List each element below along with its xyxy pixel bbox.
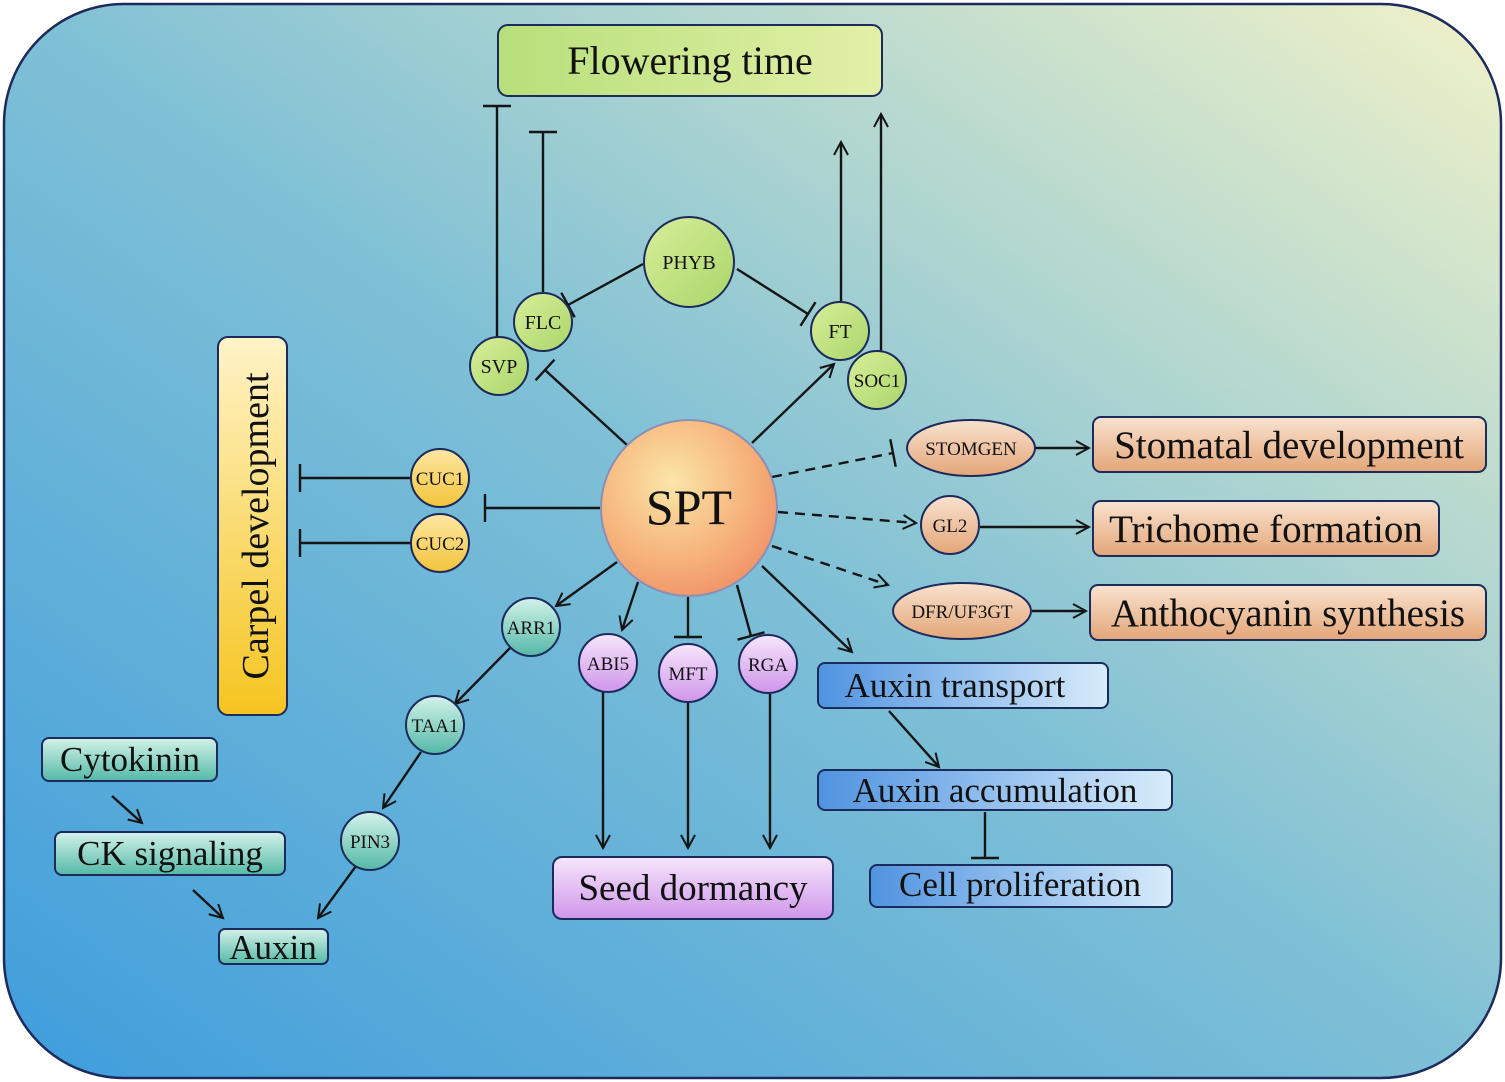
ft-node: FT xyxy=(810,301,870,361)
stomgen-label: STOMGEN xyxy=(925,439,1017,460)
svp-node: SVP xyxy=(469,336,529,396)
spt-label: SPT xyxy=(646,479,732,535)
mft-node: MFT xyxy=(658,643,718,703)
cell-proliferation-label: Cell proliferation xyxy=(899,865,1141,904)
spt-promotes-ft-arrow xyxy=(751,364,834,444)
spt-inhibits-stomgen-dashed xyxy=(771,439,897,479)
spt-promotes-abi5-arrow xyxy=(622,581,640,630)
carpel-development-label: Carpel development xyxy=(235,372,277,680)
spt-promotes-auxin-transport-arrow xyxy=(761,565,852,652)
gl2-node: GL2 xyxy=(920,495,980,555)
pin3-label: PIN3 xyxy=(350,832,390,853)
anthocyanin-synthesis-box: Anthocyanin synthesis xyxy=(1089,584,1487,641)
taa1-to-pin3-arrow xyxy=(383,751,422,808)
cytokinin-to-ck-arrow xyxy=(111,795,142,823)
cytokinin-label: Cytokinin xyxy=(60,740,200,779)
taa1-node: TAA1 xyxy=(405,695,465,755)
carpel-development-box: Carpel development xyxy=(217,336,288,716)
cuc1-label: CUC1 xyxy=(416,469,465,490)
taa1-label: TAA1 xyxy=(411,716,458,737)
spt-inhibits-rga-line xyxy=(735,584,765,641)
seed-dormancy-box: Seed dormancy xyxy=(552,856,834,920)
trichome-formation-box: Trichome formation xyxy=(1092,500,1440,557)
spt-promotes-dfr-dashed xyxy=(771,544,888,585)
rga-node: RGA xyxy=(738,634,798,694)
soc1-label: SOC1 xyxy=(854,371,900,392)
stomgen-node: STOMGEN xyxy=(906,419,1036,477)
phyb-inhibits-flc-line xyxy=(560,262,644,318)
cuc1-node: CUC1 xyxy=(410,448,470,508)
flc-node: FLC xyxy=(513,292,573,352)
dfr-uf3gt-node: DFR/UF3GT xyxy=(892,582,1032,640)
arr1-to-taa1-arrow xyxy=(455,647,511,704)
ck-to-auxin-arrow xyxy=(192,889,223,918)
cytokinin-box: Cytokinin xyxy=(41,737,218,782)
flowering-time-box: Flowering time xyxy=(497,24,883,97)
soc1-node: SOC1 xyxy=(847,350,907,410)
arr1-label: ARR1 xyxy=(507,618,556,639)
auxin-transport-box: Auxin transport xyxy=(817,662,1109,709)
arr1-node: ARR1 xyxy=(501,597,561,657)
pin3-node: PIN3 xyxy=(340,811,400,871)
phyb-label: PHYB xyxy=(662,252,715,274)
flowering-time-label: Flowering time xyxy=(567,38,813,83)
trichome-formation-label: Trichome formation xyxy=(1109,508,1423,551)
phyb-node: PHYB xyxy=(643,216,735,308)
gl2-label: GL2 xyxy=(933,516,968,537)
stomatal-development-label: Stomatal development xyxy=(1114,424,1464,467)
flc-label: FLC xyxy=(525,312,562,334)
anthocyanin-synthesis-label: Anthocyanin synthesis xyxy=(1111,592,1465,635)
auxin-accumulation-label: Auxin accumulation xyxy=(853,771,1138,810)
auxin-box: Auxin xyxy=(218,928,329,967)
ft-label: FT xyxy=(828,321,851,343)
auxin-transport-label: Auxin transport xyxy=(845,666,1066,705)
cuc2-label: CUC2 xyxy=(416,534,465,555)
svp-label: SVP xyxy=(481,356,518,378)
auxin-accumulation-box: Auxin accumulation xyxy=(817,769,1173,811)
phyb-inhibits-ft-line xyxy=(736,267,817,327)
spt-promotes-arr1-arrow xyxy=(556,561,618,606)
auxin-transport-to-accumulation-arrow xyxy=(888,710,939,767)
spt-node: SPT xyxy=(600,419,778,597)
ck-signaling-box: CK signaling xyxy=(54,831,286,876)
cuc2-node: CUC2 xyxy=(410,513,470,573)
dfr-uf3gt-label: DFR/UF3GT xyxy=(911,602,1013,623)
abi5-node: ABI5 xyxy=(578,633,638,693)
auxin-label: Auxin xyxy=(229,928,317,967)
mft-label: MFT xyxy=(668,664,707,685)
spt-promotes-gl2-dashed xyxy=(777,510,916,523)
cell-proliferation-box: Cell proliferation xyxy=(869,864,1173,908)
seed-dormancy-label: Seed dormancy xyxy=(578,868,808,909)
ck-signaling-label: CK signaling xyxy=(77,834,263,873)
rga-label: RGA xyxy=(748,655,788,676)
abi5-label: ABI5 xyxy=(587,654,629,675)
pin3-to-auxin-arrow xyxy=(318,865,357,918)
spt-inhibits-svp-line xyxy=(534,358,628,446)
stomatal-development-box: Stomatal development xyxy=(1092,416,1487,473)
